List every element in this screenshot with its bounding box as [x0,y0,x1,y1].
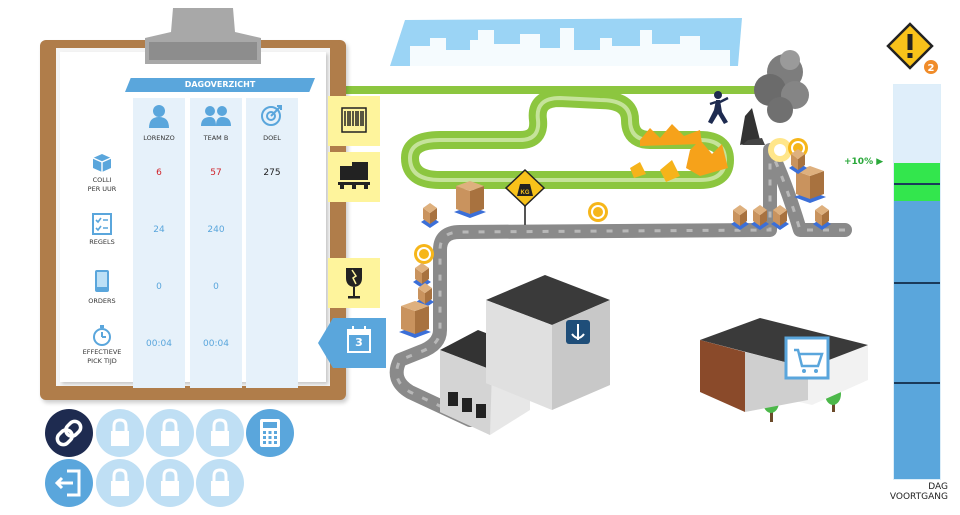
lock-icon [161,468,179,496]
progress-label-line2: VOORTGANG [889,492,948,502]
cell-colli-goal: 275 [263,168,281,178]
store-building [700,318,868,412]
fragile-glass-icon [346,268,362,299]
cell-regels-lorenzo: 24 [153,225,165,235]
calculator-button[interactable] [246,409,294,457]
cardboard-box-pallet [751,205,769,230]
calendar-day: 3 [355,336,363,349]
barcode-tab[interactable] [328,96,380,146]
cell-picktime-lorenzo: 00:04 [146,339,172,349]
cell-colli-team-b: 57 [210,168,222,178]
column-goal [246,98,298,388]
target-icon [261,105,282,126]
cell-orders-lorenzo: 0 [156,282,162,292]
exit-button[interactable] [45,459,93,507]
fragile-tab[interactable] [328,258,380,308]
cell-regels-team-b: 240 [207,225,225,235]
warehouse-building [440,275,610,435]
alert-count-badge: 2 [922,58,940,76]
fire-hazard [630,124,728,182]
weight-sign-label: KG [521,190,530,196]
lock-icon [211,468,229,496]
barcode-icon [341,107,367,133]
running-worker [708,91,729,124]
person-icon [149,105,169,128]
row-label-orders: ORDERS [88,297,116,305]
cardboard-box-pallet [413,263,431,288]
cardboard-box-pallet [416,283,434,308]
cardboard-box-pallet [731,205,749,230]
exit-icon [54,469,81,497]
progress-tick [894,382,940,384]
pallet-tab[interactable] [328,152,380,202]
locked-button-4[interactable] [96,459,144,507]
column-team-b [190,98,242,388]
coin [414,244,434,264]
cardboard-box-pallet [454,181,486,218]
calculator-icon [260,419,280,447]
pallet-icon [338,162,370,189]
progress-target-zone [894,163,940,201]
cardboard-box-pallet [399,301,431,338]
cell-colli-lorenzo: 6 [156,168,162,178]
column-header-team-b: TEAM B [203,134,229,142]
cardboard-box-pallet [771,205,789,230]
cardboard-box-pallet [789,149,807,174]
calendar-icon [347,326,371,353]
column-header-lorenzo: LORENZO [143,134,175,142]
stopwatch-icon [93,325,111,346]
link-button[interactable] [45,409,93,457]
calendar-tab[interactable]: 3 [318,318,386,368]
column-lorenzo [133,98,185,388]
cell-orders-team-b: 0 [213,282,219,292]
link-icon [55,419,83,447]
checklist-icon [92,213,112,235]
lock-icon [211,418,229,446]
warning-icon[interactable] [886,22,944,78]
progress-label-line1: DAG [928,482,948,492]
weight-warning-sign: KG [504,168,546,225]
progress-marker: +10% ▶ [844,157,884,167]
locked-button-3[interactable] [196,409,244,457]
progress-tick [894,183,940,185]
box-icon [92,154,112,172]
coin [588,202,608,222]
lock-icon [111,468,129,496]
row-label-regels: REGELS [89,238,115,246]
lock-icon [111,418,129,446]
column-header-goal: DOEL [263,134,281,142]
locked-button-6[interactable] [196,459,244,507]
progress-remaining [894,85,940,163]
overview-sheet: DAGOVERZICHT LORENZO TEAM B DOEL [60,52,326,388]
team-icon [201,106,231,126]
lock-icon [161,418,179,446]
cell-picktime-team-b: 00:04 [203,339,229,349]
cardboard-box-pallet [421,203,439,228]
locked-button-2[interactable] [146,409,194,457]
smoke-cloud [754,50,809,123]
progress-marker-label: +10% [844,157,874,167]
skyline [390,18,742,66]
clipboard-clip [145,8,261,64]
daily-overview-clipboard: DAGOVERZICHT LORENZO TEAM B DOEL [40,8,346,400]
progress-tick [894,282,940,284]
progress-label: DAG VOORTGANG [868,482,948,502]
locked-button-5[interactable] [146,459,194,507]
locked-button-1[interactable] [96,409,144,457]
day-progress-bar [893,84,941,480]
overview-title: DAGOVERZICHT [125,78,315,92]
cardboard-box-pallet [813,205,831,230]
order-tablet-icon [95,270,109,292]
